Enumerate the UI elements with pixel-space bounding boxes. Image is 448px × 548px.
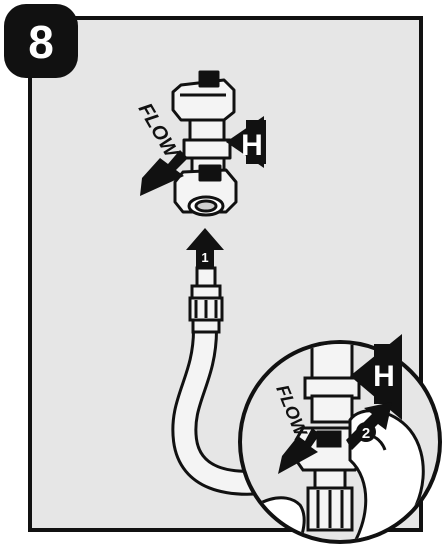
push-arrow-2: 2 — [346, 402, 392, 450]
isolating-valve — [171, 70, 238, 217]
inset-flow-arrow — [278, 428, 320, 474]
push-arrow-1-label: 1 — [201, 250, 208, 265]
push-arrow-1: 1 — [186, 228, 224, 268]
inset-valve-tag-label: H — [373, 360, 395, 393]
flexible-hose — [171, 266, 264, 496]
step-badge: 8 — [4, 4, 78, 78]
flow-arrow — [140, 150, 188, 196]
valve-tag-label: H — [241, 129, 263, 162]
step-number: 8 — [28, 16, 54, 68]
valve-tag-h: H — [226, 116, 266, 168]
push-arrow-2-label: 2 — [362, 425, 370, 442]
